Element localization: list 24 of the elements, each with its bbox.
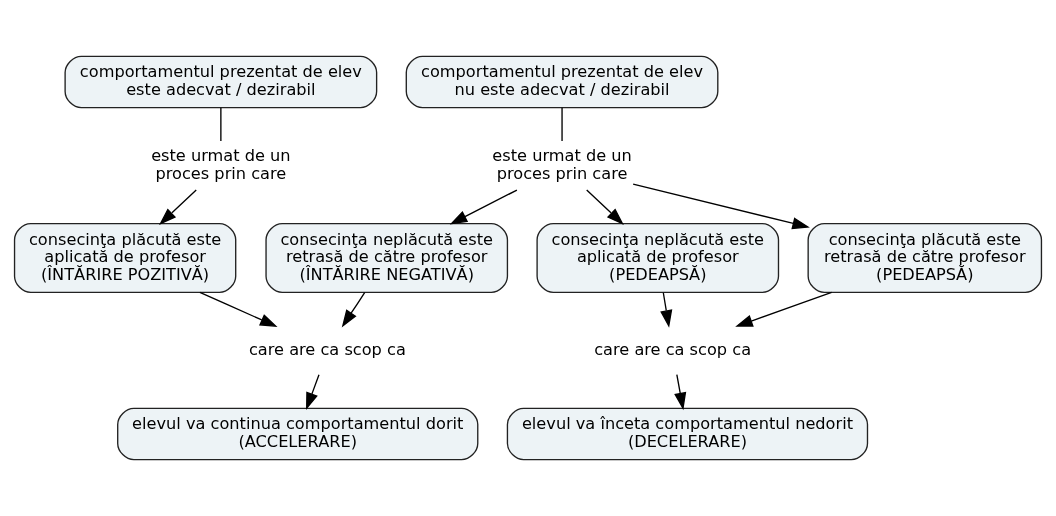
node-box: consecinţa plăcută este aplicată de profesor (ÎNTĂRIRE POZITIVĂ) [13,222,237,294]
node-text: care are ca scop ca [594,339,752,359]
arrow [199,291,278,327]
arrow [306,374,320,411]
node-text: este urmat de un proces prin care [492,146,632,183]
arrow [674,374,687,411]
arrow [449,189,518,225]
node-box: consecinţa neplăcută este aplicată de profesor (PEDEAPSĂ) [536,222,780,294]
connector [561,106,563,142]
node-box: elevul va înceta comportamentul nedorit (DECELERARE) [506,407,869,461]
node-text: este urmat de un proces prin care [151,146,291,183]
arrow [159,189,197,225]
node-box: comportamentul prezentat de elev este adecvat / dezirabil [64,55,378,109]
arrow [735,291,833,327]
arrow [660,292,673,328]
node-box: elevul va continua comportamentul dorit (ACCELERARE) [117,407,479,461]
node-text: care are ca scop ca [248,339,406,359]
arrow [341,292,366,328]
node-box: comportamentul prezentat de elev nu este adecvat / dezirabil [405,55,719,109]
node-box: consecinţa neplăcută este retrasă de către profesor (ÎNTĂRIRE NEGATIVĂ) [265,222,509,294]
arrow [632,183,810,230]
connector [220,106,222,142]
node-box: consecinţa plăcută este retrasă de către profesor (PEDEAPSĂ) [807,222,1043,294]
arrow [586,189,624,225]
